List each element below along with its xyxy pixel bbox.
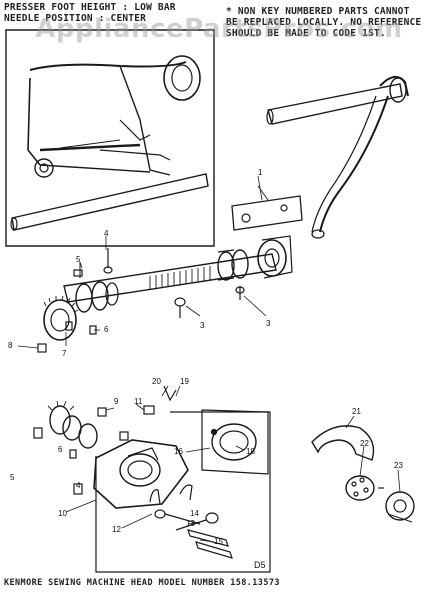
part-label-22: 22 bbox=[360, 439, 369, 448]
presser-foot-note: PRESSER FOOT HEIGHT : LOW BAR bbox=[4, 2, 176, 13]
model-footer: KENMORE SEWING MACHINE HEAD MODEL NUMBER… bbox=[4, 578, 280, 588]
part-label-14: 14 bbox=[190, 509, 199, 518]
part-label-7: 7 bbox=[62, 349, 67, 358]
part-label-18: 18 bbox=[246, 447, 255, 456]
hook-assembly bbox=[33, 385, 233, 559]
machine-overview-inset bbox=[5, 29, 215, 247]
part-label-4b: 4 bbox=[76, 481, 81, 490]
section-label: D5 bbox=[254, 560, 266, 570]
part-label-1: 1 bbox=[258, 168, 263, 177]
part-label-5b: 5 bbox=[10, 473, 15, 482]
part-label-5a: 5 bbox=[76, 255, 81, 264]
part-label-6a: 6 bbox=[104, 325, 109, 334]
part-label-19: 19 bbox=[180, 377, 189, 386]
part-label-21: 21 bbox=[352, 407, 361, 416]
non-key-parts-note-line-3: SHOULD BE MADE TO CODE 1ST. bbox=[226, 28, 386, 39]
part-label-20: 20 bbox=[152, 377, 161, 386]
part-label-23: 23 bbox=[394, 461, 403, 470]
part-label-12: 12 bbox=[112, 525, 121, 534]
part-label-11: 11 bbox=[134, 397, 143, 406]
part-label-15: 15 bbox=[214, 537, 223, 546]
needle-position-note: NEEDLE POSITION : CENTER bbox=[4, 13, 147, 24]
part-label-3b: 3 bbox=[266, 319, 271, 328]
part-label-8: 8 bbox=[8, 341, 13, 350]
part-label-9: 9 bbox=[114, 397, 119, 406]
upper-shaft-assembly bbox=[231, 75, 409, 239]
part-label-16: 16 bbox=[174, 447, 183, 456]
lower-shaft-assembly bbox=[37, 235, 293, 353]
part-label-4a: 4 bbox=[104, 229, 109, 238]
part-label-6b: 6 bbox=[58, 445, 63, 454]
part-label-13: 13 bbox=[186, 519, 195, 528]
non-key-parts-note-line-1: * NON KEY NUMBERED PARTS CANNOT bbox=[226, 6, 410, 17]
watermark: AppliancePartsPros.com bbox=[35, 14, 403, 44]
part-label-10: 10 bbox=[58, 509, 67, 518]
non-key-parts-note-line-2: BE REPLACED LOCALLY. NO REFERENCE bbox=[226, 17, 422, 28]
d5-detail-frame bbox=[95, 409, 271, 573]
part-label-3a: 3 bbox=[200, 321, 205, 330]
leader-lines bbox=[17, 175, 401, 543]
part-number-labels: 1 3 3 4 4 5 5 6 6 7 8 9 10 11 12 13 14 1… bbox=[8, 168, 403, 570]
